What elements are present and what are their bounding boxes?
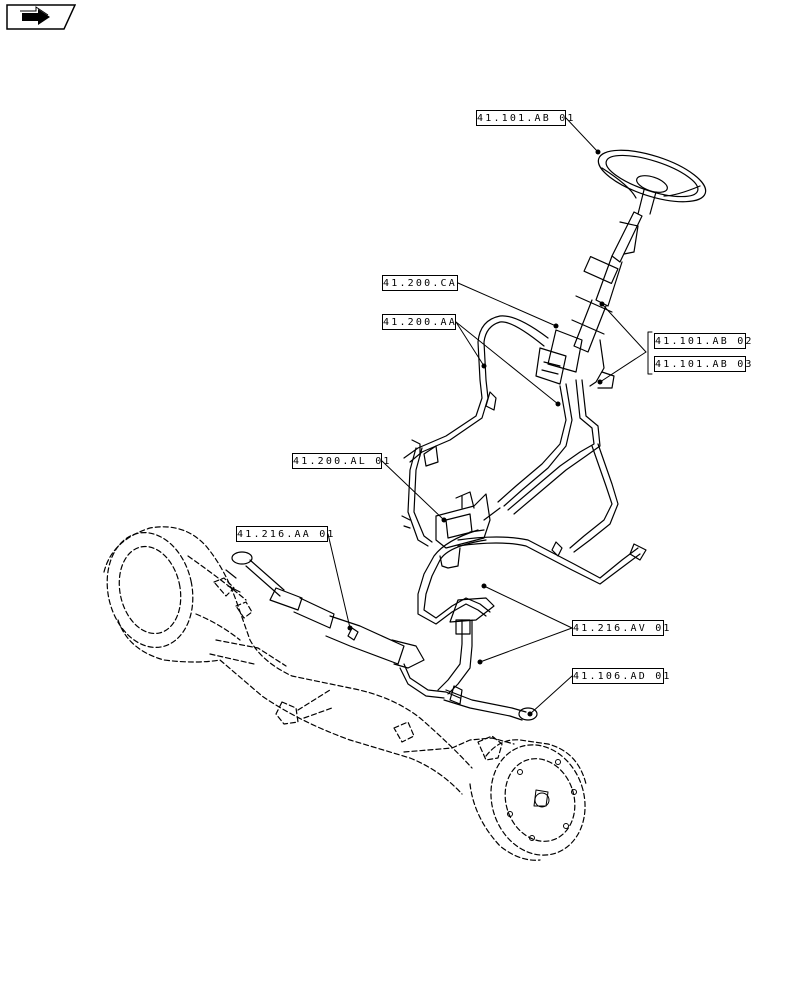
steering-wheel-part bbox=[597, 149, 707, 215]
callout-front-axle[interactable]: 41.216.AA 01 bbox=[236, 526, 333, 542]
arrow-right-icon bbox=[6, 4, 77, 30]
callout-cylinder-lines[interactable]: 41.216.AV 01 bbox=[572, 620, 669, 636]
leader-lines bbox=[327, 117, 653, 715]
callout-column-b[interactable]: 41.101.AB 03 bbox=[654, 356, 751, 372]
wheel-hub-part bbox=[469, 735, 587, 861]
callout-pipe-set[interactable]: 41.200.AA bbox=[382, 314, 456, 330]
wheel-hub-studs bbox=[507, 759, 577, 841]
valve-bracket-part bbox=[435, 491, 501, 569]
callout-tie-rod[interactable]: 41.106.AD 01 bbox=[572, 668, 669, 684]
callout-column-a[interactable]: 41.101.AB 02 bbox=[654, 333, 751, 349]
callout-column-valve[interactable]: 41.200.CA bbox=[382, 275, 458, 291]
front-axle-housing-part bbox=[103, 526, 515, 795]
hydraulic-pipes-part bbox=[401, 315, 647, 585]
callout-valve-bracket[interactable]: 41.200.AL 01 bbox=[292, 453, 389, 469]
cylinder-lines-part bbox=[417, 529, 495, 695]
leader-dots bbox=[347, 149, 605, 717]
callout-steering-wheel[interactable]: 41.101.AB 01 bbox=[476, 110, 573, 126]
nav-arrow-button[interactable] bbox=[6, 4, 77, 30]
steering-column-part bbox=[535, 211, 643, 389]
tie-rod-part bbox=[225, 551, 538, 721]
